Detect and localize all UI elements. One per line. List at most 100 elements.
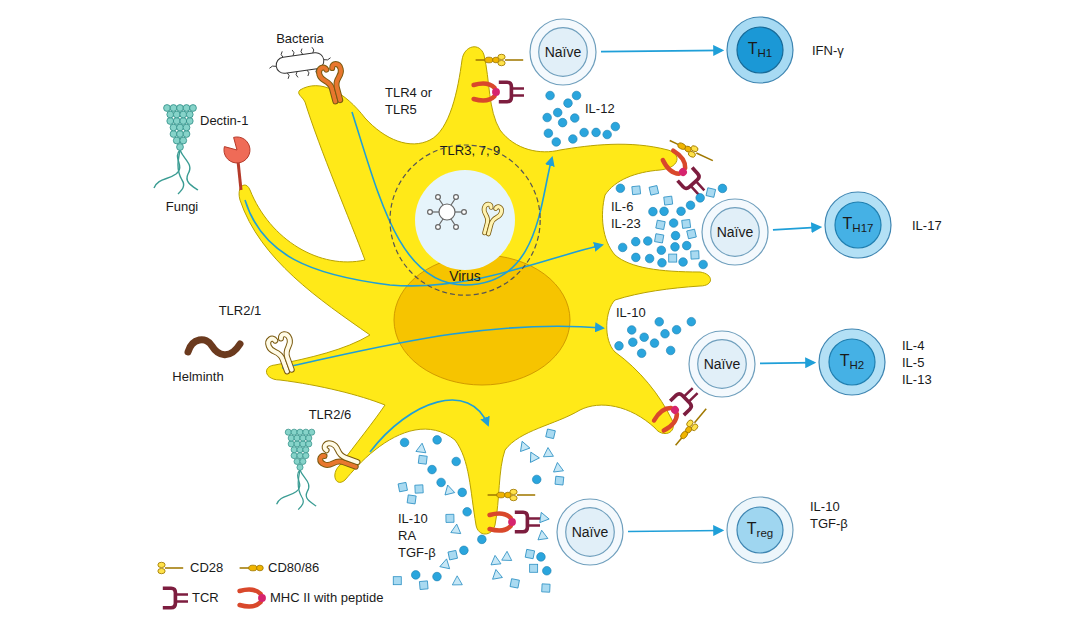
text-label: TLR2/1 xyxy=(219,302,262,319)
cytokine-dot xyxy=(544,129,553,138)
cytokine-dot xyxy=(552,138,561,147)
tlr-receptor xyxy=(478,203,502,235)
cell-label-main: T xyxy=(747,520,757,537)
cytokine-square xyxy=(555,476,564,485)
cd80-cd28-pair xyxy=(488,489,536,500)
virus-knob xyxy=(428,210,433,215)
tcr-head xyxy=(515,512,528,532)
glucan-bead xyxy=(291,429,297,435)
tlr-outline xyxy=(279,333,299,370)
glucan-bead xyxy=(300,458,306,464)
cytokine-dot xyxy=(458,488,467,497)
cell-nucleus xyxy=(698,340,747,389)
text-label: IL-10 TGF-β xyxy=(810,498,850,532)
receptor-layer xyxy=(267,63,503,475)
cd80-stalk xyxy=(476,59,486,61)
cd28-stalk xyxy=(505,59,523,61)
virus-spike xyxy=(451,199,455,205)
tlr-receptor xyxy=(318,63,349,104)
cytokine-square xyxy=(530,564,538,572)
cytokine-square xyxy=(691,251,699,259)
cytokine-dot xyxy=(666,346,675,355)
signal-arrow xyxy=(245,200,602,286)
mhc-chain xyxy=(240,589,261,593)
cytokine-dot xyxy=(532,475,541,484)
endosome: Virus xyxy=(389,144,541,296)
dectin-head xyxy=(224,137,250,163)
cytokine-dot xyxy=(400,438,409,447)
glucan-bead xyxy=(170,131,177,138)
cd80-cd28-pair xyxy=(476,54,524,65)
cd80-stalk xyxy=(670,141,679,145)
mhc-chain xyxy=(653,405,671,423)
cytokine-dot xyxy=(452,457,461,466)
cytokine-square xyxy=(706,188,716,198)
virus-spike xyxy=(451,219,455,225)
cytokine-triangle xyxy=(526,450,539,463)
cytokine-square xyxy=(687,229,697,239)
cytokine-square xyxy=(407,495,416,504)
cytokine-triangle xyxy=(451,524,462,534)
signal-arrows xyxy=(245,112,603,452)
mhc-chain xyxy=(671,150,688,169)
cytokine-layer xyxy=(393,91,726,592)
glucan-bead xyxy=(303,447,309,453)
synapse-layer xyxy=(474,54,716,532)
cd28-domain xyxy=(158,562,165,567)
cell-label: Naïve xyxy=(704,356,741,372)
cytokine-square xyxy=(418,455,427,464)
cytokine-dot xyxy=(640,333,649,342)
cytokine-triangle xyxy=(517,440,529,452)
endosome-membrane xyxy=(390,145,540,295)
cell-nucleus xyxy=(829,339,875,385)
cytokine-square xyxy=(510,579,519,588)
mhc-chain xyxy=(490,513,511,517)
cytokine-dot xyxy=(696,194,705,203)
cell-membrane xyxy=(689,331,755,397)
cytokine-dot xyxy=(570,114,579,123)
naive-t-cell: Naïve xyxy=(529,18,597,86)
glucan-bead xyxy=(294,458,300,464)
mhc-tcr-pair xyxy=(661,149,709,200)
glucan-bead xyxy=(291,453,297,459)
cd80-stalk xyxy=(488,494,498,496)
glucan-strand xyxy=(178,150,184,194)
cytokine-dot xyxy=(564,99,573,108)
cell-label-subscript: H2 xyxy=(850,359,865,371)
glucan-strand xyxy=(300,470,316,506)
glucan-bead xyxy=(177,144,184,151)
virus-spike xyxy=(439,219,443,225)
text-label: TLR2/6 xyxy=(309,406,352,423)
mhc-chain xyxy=(474,83,495,87)
virus-knob xyxy=(454,195,459,200)
glucan-bead xyxy=(177,124,184,131)
cytokine-dot xyxy=(615,342,624,351)
cell-label-main: T xyxy=(840,352,850,369)
glucan-bead xyxy=(297,464,303,470)
text-label: TLR3, 7, 9 xyxy=(440,142,501,159)
text-label: IL-6 IL-23 xyxy=(611,198,643,232)
cytokine-dot xyxy=(632,253,641,262)
cytokine-dot xyxy=(592,128,601,137)
tlr-chain xyxy=(331,63,349,100)
tcr-head xyxy=(670,392,693,415)
legend-text: TCR xyxy=(192,589,219,606)
mhc-chain xyxy=(662,414,680,432)
cytokine-square xyxy=(542,584,550,592)
cytokine-square xyxy=(546,429,556,439)
cell-membrane xyxy=(727,17,793,83)
glucan-bead xyxy=(180,111,187,118)
cd80-domain xyxy=(497,492,505,498)
mhc-tcr-pair xyxy=(652,384,702,433)
peptide xyxy=(677,166,688,177)
cytokine-dot xyxy=(572,91,581,100)
cytokine-dot xyxy=(672,325,681,334)
glucan-bead xyxy=(306,441,312,447)
cytokine-dot xyxy=(478,535,487,544)
cytokine-dot xyxy=(649,207,658,216)
glucan-bead xyxy=(173,111,180,118)
dendritic-cell xyxy=(239,47,710,534)
cytokine-square xyxy=(669,254,677,262)
mhc-chain xyxy=(240,602,261,606)
